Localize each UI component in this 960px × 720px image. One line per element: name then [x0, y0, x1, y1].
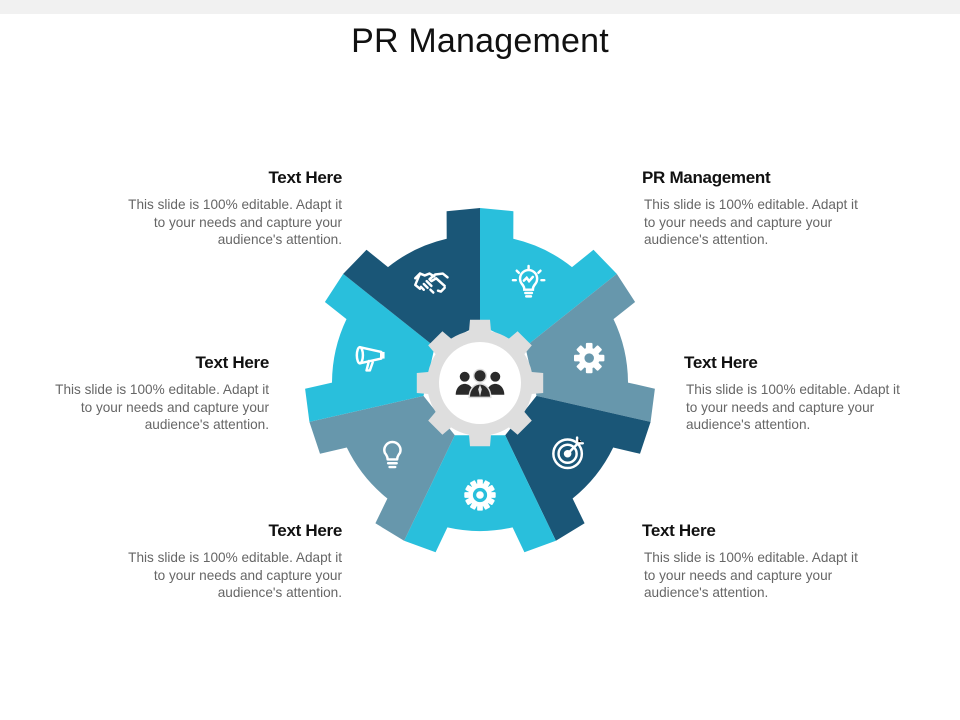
gear-segment-7: [343, 208, 480, 347]
gear-icon: [574, 342, 605, 374]
page-title: PR Management: [351, 22, 609, 60]
block-body: This slide is 100% editable. Adapt it to…: [644, 197, 858, 247]
text-block-mid-right: Text Here This slide is 100% editable. A…: [684, 353, 911, 434]
block-body: This slide is 100% editable. Adapt it to…: [686, 382, 900, 432]
text-block-bottom-left: Text Here This slide is 100% editable. A…: [117, 521, 342, 602]
block-body: This slide is 100% editable. Adapt it to…: [644, 550, 858, 600]
text-block-mid-left: Text Here This slide is 100% editable. A…: [44, 353, 269, 434]
top-strip: [0, 0, 960, 14]
block-body: This slide is 100% editable. Adapt it to…: [128, 197, 342, 247]
gear-segment-5: [309, 395, 455, 541]
block-heading: Text Here: [684, 353, 758, 372]
block-heading: Text Here: [195, 353, 269, 372]
gear-segment-1: [480, 208, 617, 347]
block-heading: PR Management: [642, 168, 771, 187]
gear-segment-3: [505, 395, 651, 541]
center-hub: [416, 319, 544, 447]
block-heading: Text Here: [642, 521, 716, 540]
center-disc: [439, 342, 521, 424]
block-heading: Text Here: [268, 521, 342, 540]
text-block-top-right: PR Management This slide is 100% editabl…: [642, 168, 869, 249]
text-block-bottom-right: Text Here This slide is 100% editable. A…: [642, 521, 869, 602]
block-body: This slide is 100% editable. Adapt it to…: [128, 550, 342, 600]
block-heading: Text Here: [268, 168, 342, 187]
gear-segments: [305, 208, 655, 553]
block-body: This slide is 100% editable. Adapt it to…: [55, 382, 269, 432]
gear-segment-6: [305, 273, 435, 422]
text-block-top-left: Text Here This slide is 100% editable. A…: [117, 168, 342, 249]
